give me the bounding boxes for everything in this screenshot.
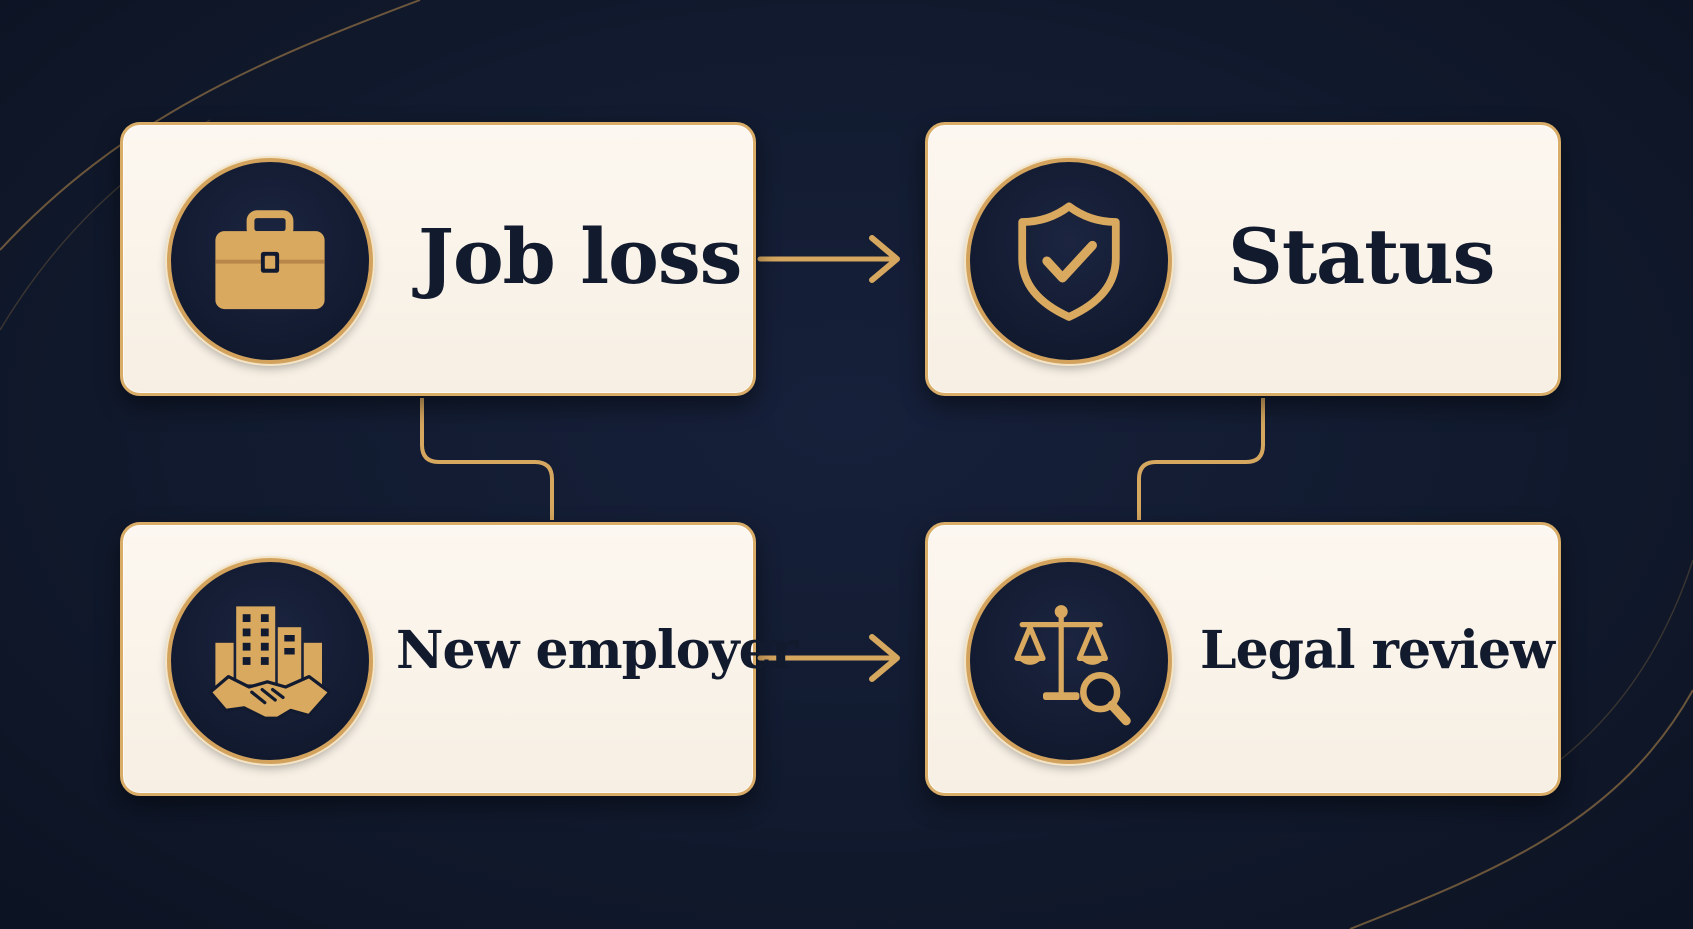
node-new-employer: New employer — [120, 522, 798, 796]
decorative-curve — [1559, 559, 1693, 761]
buildings-medallion — [167, 558, 373, 764]
connector-line — [1137, 398, 1265, 520]
connector-line — [420, 398, 554, 520]
node-status: Status — [925, 122, 1561, 396]
decorative-curve — [1349, 689, 1693, 929]
node-label: Status — [1228, 212, 1495, 301]
shield-check-icon — [1018, 202, 1120, 321]
node-label: Legal review — [1200, 620, 1555, 681]
scales-magnifier-icon — [1014, 605, 1131, 726]
decorative-curve — [0, 0, 421, 251]
buildings-handshake-icon — [208, 606, 332, 720]
briefcase-medallion — [167, 158, 373, 364]
shield-medallion — [966, 158, 1172, 364]
node-label: Job loss — [418, 212, 742, 301]
node-label: New employer — [396, 620, 798, 681]
briefcase-icon — [215, 210, 325, 310]
arrow-head-icon — [869, 634, 900, 682]
arrow-head-icon — [869, 235, 900, 283]
scales-medallion — [966, 558, 1172, 764]
node-job-loss: Job loss — [120, 122, 756, 396]
node-legal-review: Legal review — [925, 522, 1561, 796]
